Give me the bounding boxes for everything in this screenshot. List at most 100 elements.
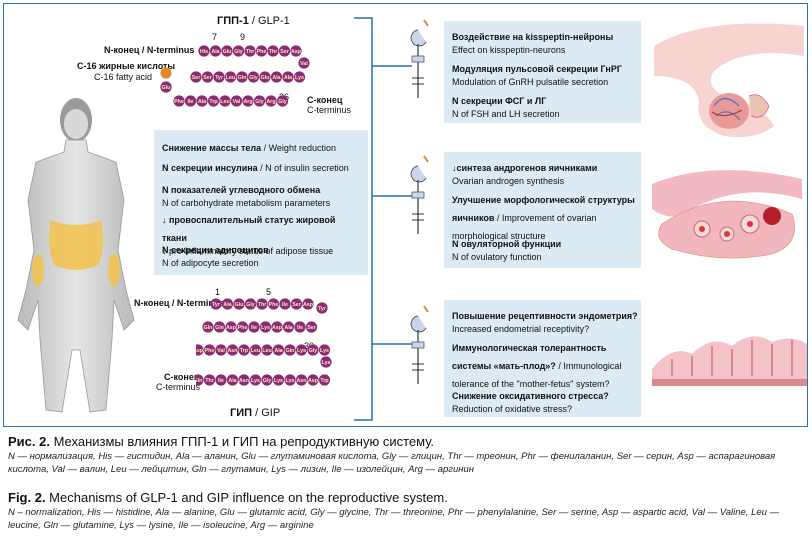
glp1-r1-6: Thr bbox=[267, 45, 279, 57]
effect-en: Ovarian androgen synthesis bbox=[452, 176, 565, 186]
gip-r2-1: Gln bbox=[213, 321, 226, 333]
effects-box-endometrium: Повышение рецептивности эндометрия?Incre… bbox=[444, 300, 641, 417]
svg-text:Glu: Glu bbox=[162, 85, 171, 91]
glp1-r1-0: His bbox=[198, 45, 210, 57]
glp1-r2-1: Ser bbox=[201, 71, 214, 83]
gip-r3-10: Gly bbox=[307, 344, 319, 356]
svg-text:Glu: Glu bbox=[261, 75, 270, 81]
glp1-r3-2: Ala bbox=[196, 95, 208, 107]
svg-text:Arg: Arg bbox=[243, 99, 252, 105]
svg-text:Gly: Gly bbox=[234, 49, 243, 55]
glp1-r3-1: Ile bbox=[184, 95, 197, 107]
pituitary-illustration bbox=[654, 23, 804, 138]
svg-text:Thr: Thr bbox=[205, 378, 214, 384]
gip-r4-7: Lys bbox=[272, 374, 285, 386]
center-effect-1: N секреции инсулина / N of insulin secre… bbox=[162, 158, 362, 176]
gip-r4-4: Asn bbox=[238, 374, 250, 386]
svg-text:Ala: Ala bbox=[228, 378, 236, 384]
svg-text:Thr: Thr bbox=[269, 49, 278, 55]
gip-r1-5: Phe bbox=[267, 298, 280, 310]
gip-r2-7: Ala bbox=[282, 321, 295, 333]
gip-r3-4: Trp bbox=[238, 344, 250, 356]
effect-en: N of ovulatory function bbox=[452, 252, 542, 262]
svg-text:Val: Val bbox=[300, 61, 308, 67]
glp1-r2-4: Gln bbox=[236, 71, 248, 83]
gip-r3-5: Leu bbox=[249, 344, 262, 356]
gip-r3-9: Lys bbox=[295, 344, 308, 356]
gip-r2-2: Asp bbox=[225, 321, 237, 333]
gip-r1-6: Ile bbox=[279, 298, 291, 310]
glp1-r1-1: Ala bbox=[209, 45, 222, 57]
center-effect-ru: Снижение массы тела bbox=[162, 143, 262, 153]
gip-r4-2: Ile bbox=[215, 374, 227, 386]
gip-r4-3: Ala bbox=[226, 374, 239, 386]
gip-num-5: 5 bbox=[266, 287, 272, 297]
gip-r3-2: Val bbox=[215, 344, 227, 356]
svg-text:Val: Val bbox=[233, 99, 241, 105]
effect-ru: Иммунологическая толерантность системы «… bbox=[452, 343, 607, 371]
glp1-r3-7: Gly bbox=[253, 95, 266, 107]
svg-text:Gln: Gln bbox=[215, 325, 224, 331]
svg-text:Phe: Phe bbox=[269, 302, 279, 308]
glp1-fatty-ru: С-16 жирные кислоты bbox=[77, 61, 176, 71]
glp1-val: Val bbox=[298, 57, 310, 69]
gip-r2-8: Ile bbox=[294, 321, 306, 333]
gip-nterm-label: N-конец / N-terminus bbox=[134, 298, 225, 308]
gip-r1-2: Glu bbox=[233, 298, 245, 310]
svg-text:Asn: Asn bbox=[296, 378, 306, 384]
svg-text:Ser: Ser bbox=[192, 75, 201, 81]
gip-r1-8: Asp bbox=[302, 298, 314, 310]
figure-canvas: ГПП-1 / GLP-1 7 9 N-конец / N-terminus С… bbox=[4, 4, 809, 428]
glp1-r1-8: Asp bbox=[290, 45, 302, 57]
gip-r1-0: Tyr bbox=[210, 298, 222, 310]
gip-r4-8: Lys bbox=[284, 374, 296, 386]
svg-text:Gly: Gly bbox=[249, 75, 258, 81]
svg-text:Gly: Gly bbox=[278, 99, 287, 105]
effect-ru: N секреции ФСГ и ЛГ bbox=[452, 96, 547, 106]
svg-text:Trp: Trp bbox=[209, 99, 218, 105]
glp1-r3-5: Val bbox=[230, 95, 243, 107]
bracket-lines bbox=[354, 17, 412, 421]
gip-r2-5: Lys bbox=[259, 321, 272, 333]
endometrium-illustration bbox=[652, 336, 807, 386]
gip-r3-3: Asn bbox=[226, 344, 239, 356]
svg-text:Lys: Lys bbox=[251, 378, 260, 384]
svg-text:Phe: Phe bbox=[174, 99, 184, 105]
svg-text:Ala: Ala bbox=[223, 302, 231, 308]
svg-text:Gly: Gly bbox=[255, 99, 264, 105]
svg-text:Ala: Ala bbox=[284, 325, 292, 331]
effect-en: Reduction of oxidative stress? bbox=[452, 404, 573, 414]
svg-text:Gln: Gln bbox=[204, 325, 213, 331]
svg-text:Ser: Ser bbox=[292, 302, 301, 308]
gip-num-1: 1 bbox=[215, 287, 221, 297]
glp1-r1-4: Thr bbox=[244, 45, 256, 57]
glp1-r1-3: Gly bbox=[232, 45, 245, 57]
svg-text:Gln: Gln bbox=[286, 348, 295, 354]
glp1-r2-8: Ala bbox=[282, 71, 294, 83]
glp1-num-7: 7 bbox=[212, 32, 218, 42]
svg-text:Asp: Asp bbox=[303, 302, 314, 308]
svg-text:Lys: Lys bbox=[274, 378, 283, 384]
glp1-fatty-en: C-16 fatty acid bbox=[94, 72, 153, 82]
svg-text:Thr: Thr bbox=[258, 302, 267, 308]
svg-text:Ile: Ile bbox=[282, 302, 288, 308]
gip-r2-9: Ser bbox=[305, 321, 318, 333]
center-effect-0: Снижение массы тела / Weight reduction bbox=[162, 138, 362, 156]
center-effect-ru: ↓ провоспалительный статус жировой ткани bbox=[162, 215, 336, 243]
receptor-icon-1 bbox=[410, 19, 429, 98]
gip-r1-3: Gly bbox=[244, 298, 257, 310]
gip-r3-6: Leu bbox=[261, 344, 273, 356]
svg-text:Ile: Ile bbox=[218, 378, 224, 384]
svg-text:Asp: Asp bbox=[308, 378, 319, 384]
center-effect-3: ↓ провоспалительный статус жировой ткани… bbox=[162, 210, 362, 257]
effect-en: / Improvement of ovarian morphological s… bbox=[452, 213, 597, 241]
effect-2-2: Снижение оксидативного стресса?Reduction… bbox=[452, 386, 638, 415]
gip-r4-1: Thr bbox=[203, 374, 216, 386]
glp1-r3-4: Leu bbox=[219, 95, 231, 107]
svg-text:Ser: Ser bbox=[307, 325, 316, 331]
